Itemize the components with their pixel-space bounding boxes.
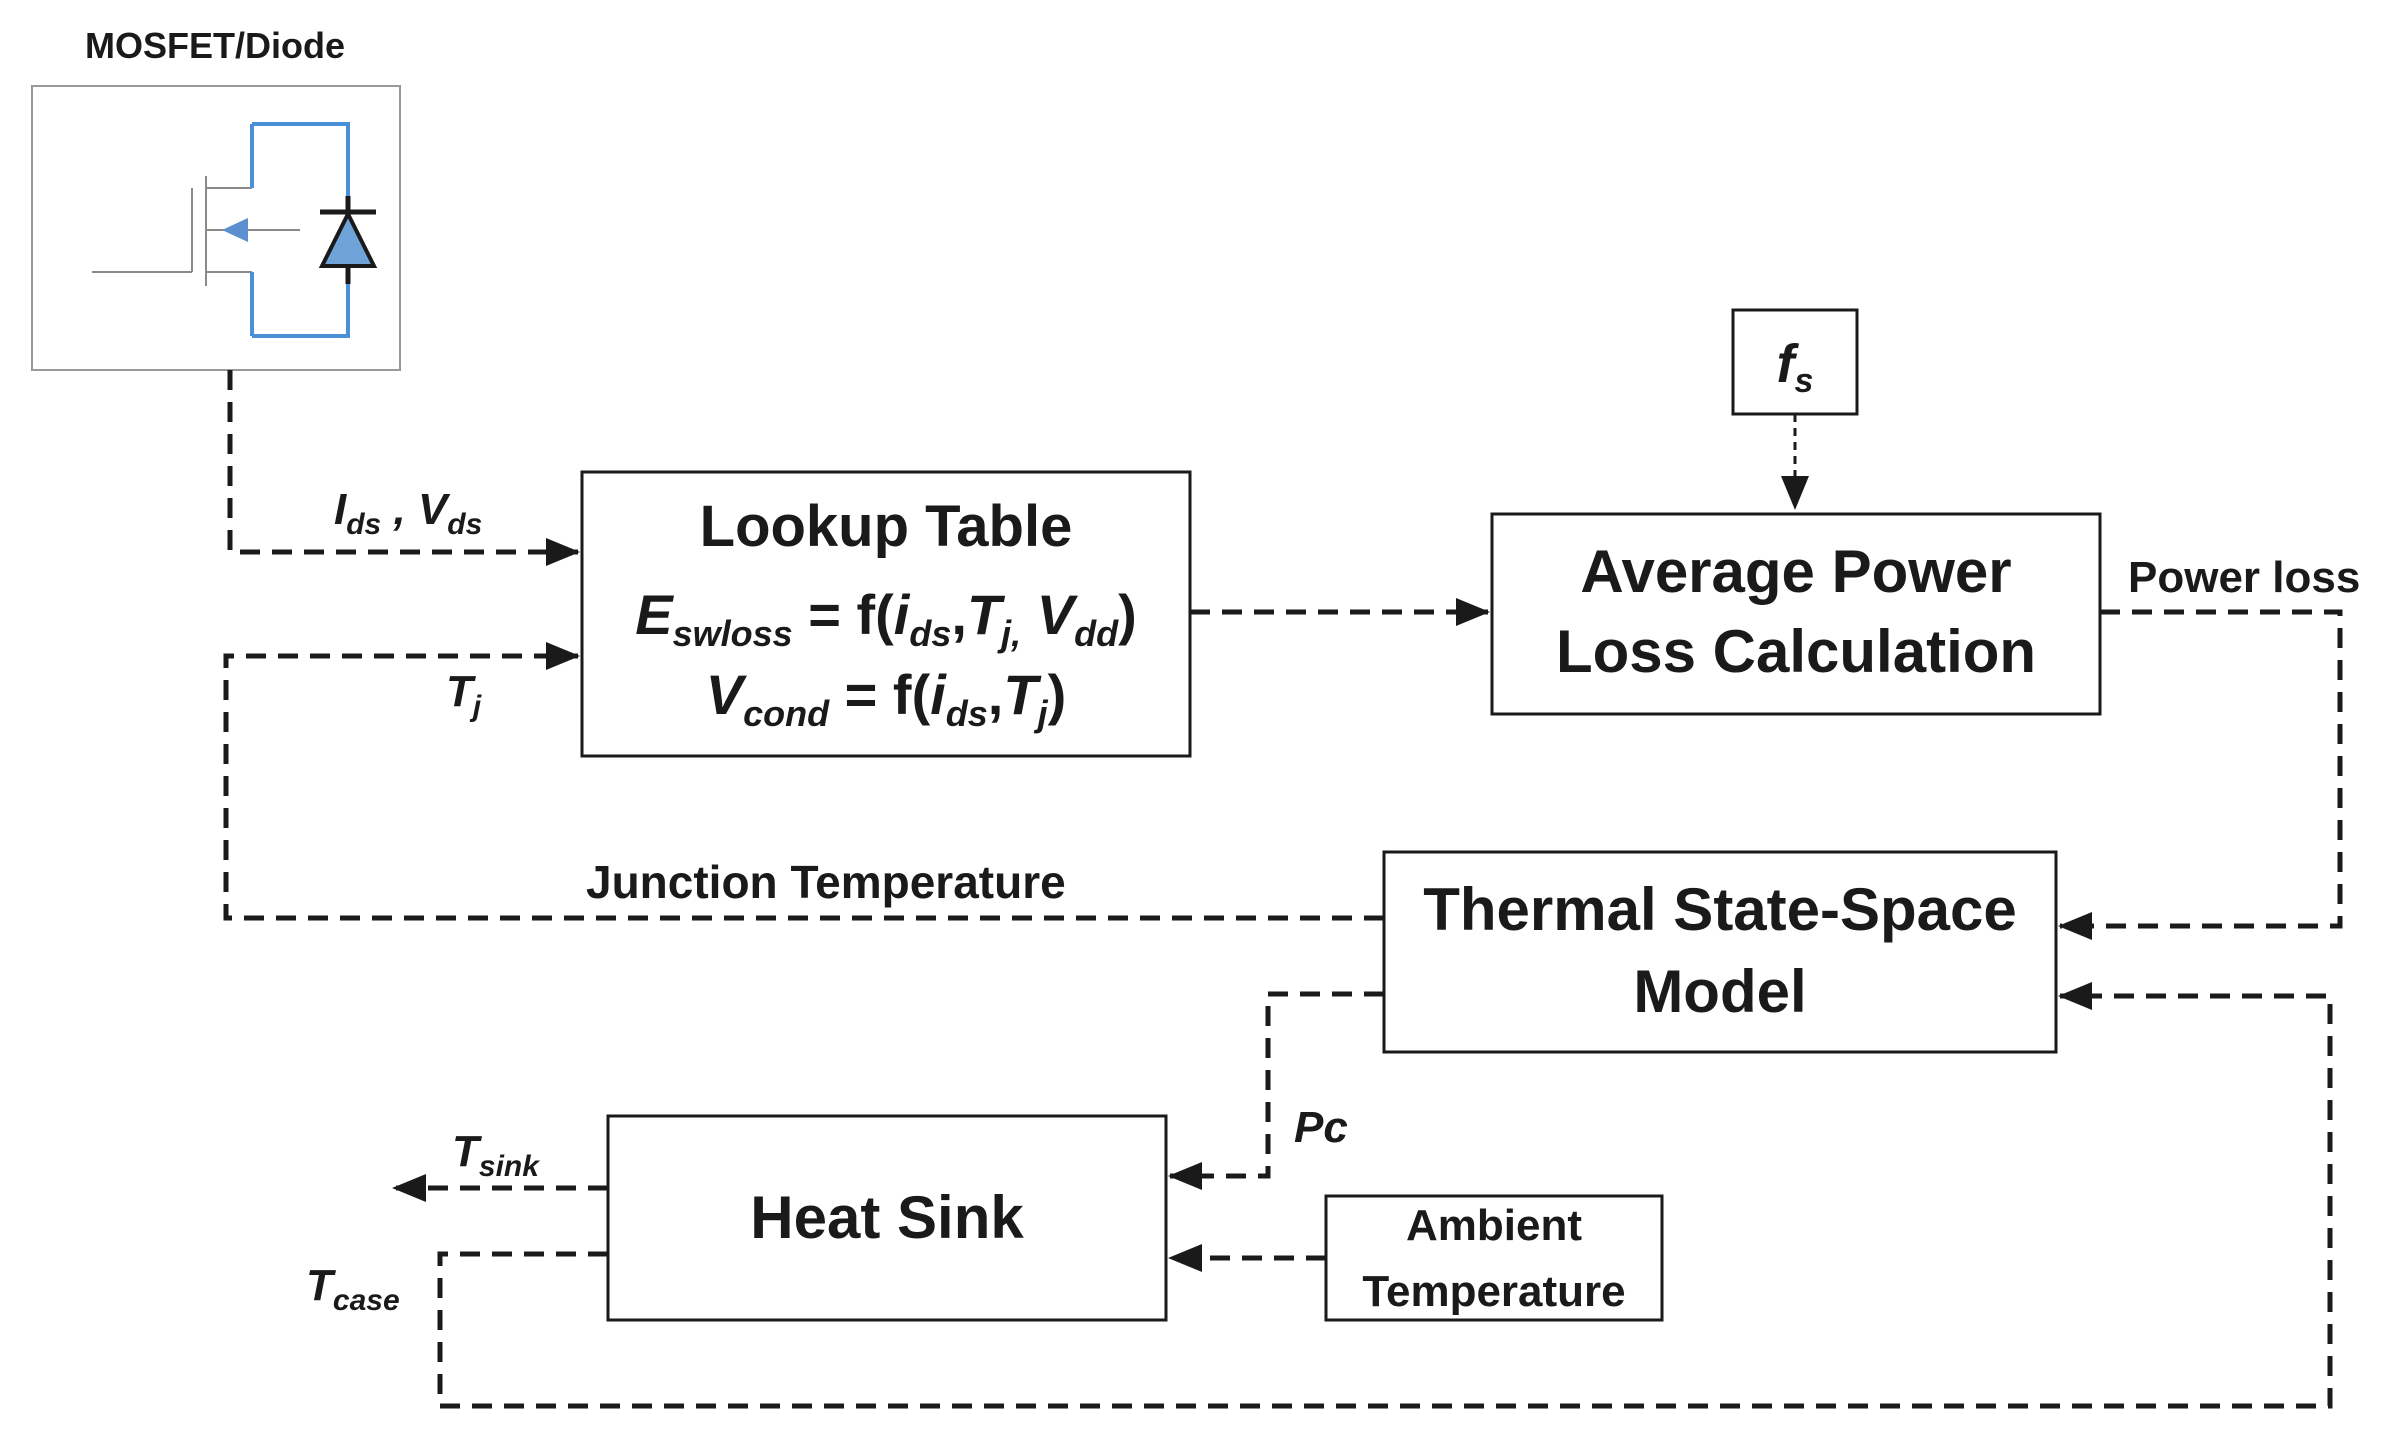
average-power-line2: Loss Calculation: [1556, 618, 2036, 685]
thermal-model-line2: Model: [1633, 958, 1806, 1025]
body-arrow-icon: [222, 218, 248, 242]
thermal-model-box: [1382, 850, 2058, 1054]
fs-label: fs: [1777, 334, 1814, 400]
power-loss-label: Power loss: [2128, 553, 2360, 602]
ambient-line2: Temperature: [1362, 1267, 1625, 1316]
ambient-temperature-box: [1324, 1194, 1664, 1322]
average-power-loss-box: [1490, 512, 2102, 716]
vcond-equation: Vcond = f(ids,Tj): [706, 663, 1067, 734]
eswloss-equation: Eswloss = f(ids,Tj, Vdd): [635, 583, 1136, 654]
power-loss-connector: [2058, 609, 2343, 940]
mosfet-box: [31, 85, 401, 371]
heat-sink-title: Heat Sink: [750, 1184, 1024, 1251]
lookup-table-title: Lookup Table: [700, 494, 1073, 559]
tj-connector: [223, 642, 1384, 921]
tcase-label: Tcase: [306, 1261, 400, 1317]
average-power-line1: Average Power: [1580, 538, 2011, 605]
pc-label: Pc: [1294, 1103, 1348, 1152]
thermal-model-line1: Thermal State-Space: [1423, 876, 2017, 943]
junction-temperature-label: Junction Temperature: [586, 856, 1066, 908]
ambient-line1: Ambient: [1406, 1201, 1582, 1250]
fs-box: [1731, 308, 1859, 416]
ids-vds-label: Ids , Vds: [334, 485, 482, 541]
mosfet-diode-symbol: [92, 122, 378, 338]
heat-sink-box: [606, 1114, 1168, 1322]
tsink-label: Tsink: [452, 1127, 540, 1183]
tcase-connector: [437, 982, 2333, 1409]
pc-connector: [1168, 991, 1384, 1190]
tj-label: Tj: [446, 667, 482, 723]
mosfet-title: MOSFET/Diode: [85, 25, 345, 66]
